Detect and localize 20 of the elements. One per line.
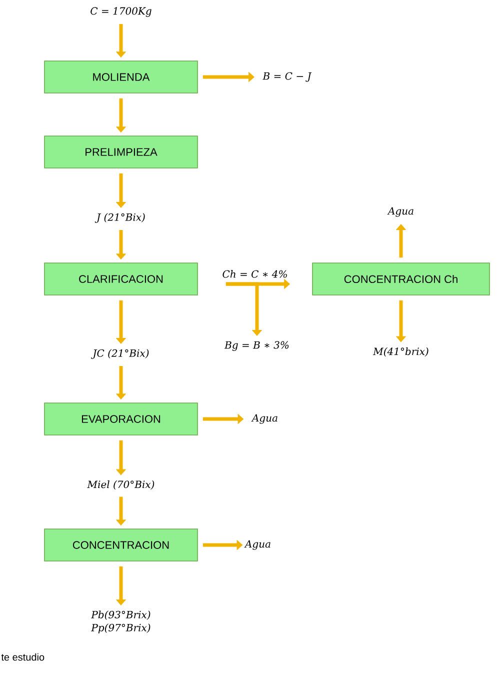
process-box: CLARIFICACION bbox=[44, 262, 198, 296]
edge-label: Ch = C ∗ 4% bbox=[221, 269, 289, 279]
process-box: MOLIENDA bbox=[44, 60, 198, 94]
process-box: CONCENTRACION bbox=[44, 528, 198, 562]
flow-quantity: Agua bbox=[244, 540, 270, 550]
flow-quantity: Bg = B ∗ 3% bbox=[224, 341, 289, 351]
flow-quantity: M(41°brix) bbox=[372, 347, 428, 357]
arrow bbox=[226, 282, 262, 336]
flow-quantity: Pb(93°Brix) Pp(97°Brix) bbox=[91, 610, 150, 634]
flow-quantity: C = 1700Kg bbox=[90, 7, 152, 17]
flow-quantity: Miel (70°Bix) bbox=[87, 480, 154, 490]
flow-quantity: JC (21°Bix) bbox=[91, 349, 149, 359]
process-box: PRELIMPIEZA bbox=[44, 136, 198, 168]
flow-quantity: J (21°Bix) bbox=[94, 213, 145, 223]
process-box: EVAPORACION bbox=[44, 402, 198, 436]
note-text: te estudio bbox=[1, 653, 44, 661]
flow-quantity: Agua bbox=[387, 207, 414, 217]
flow-quantity: Agua bbox=[251, 414, 278, 424]
process-box: CONCENTRACION Ch bbox=[312, 262, 490, 296]
flow-quantity: B = C − J bbox=[262, 72, 312, 82]
